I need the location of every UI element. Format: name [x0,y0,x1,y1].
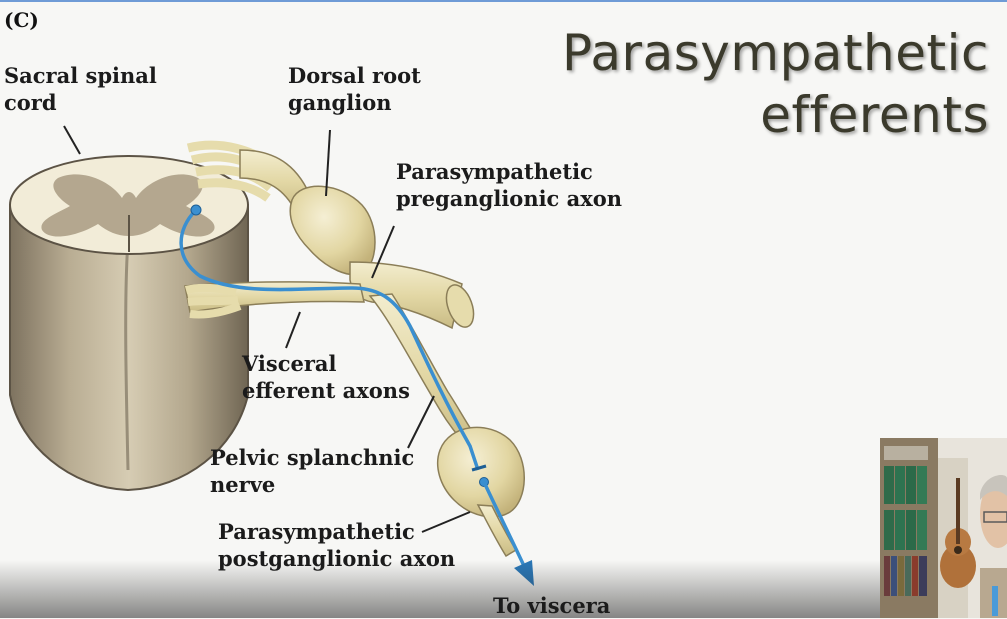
spinal-nerve-cut-end [445,284,475,328]
guitar [940,478,976,588]
pelvic-ganglion [436,426,525,518]
postganglionic-axon [482,481,526,567]
ventral-rootlets [184,283,242,319]
webcam-scene [880,438,1007,618]
label-visceral-efferent-axons: Visceral efferent axons [242,350,410,404]
label-preganglionic-axon-line-2: preganglionic axon [396,186,623,211]
label-pelvic-splanchnic-nerve-line-2: nerve [210,472,276,497]
synapse-terminal [471,464,487,472]
video-bottom-gradient [0,560,1007,618]
leader-lines [63,125,471,533]
slide-top-border [0,0,1007,2]
label-dorsal-root-ganglion: Dorsal root ganglion [288,62,421,116]
label-to-viscera: To viscera [493,593,611,618]
label-visceral-efferent-axons-line-2: efferent axons [242,378,410,403]
dorsal-root-ganglion [289,185,376,276]
label-sacral-spinal-cord-line-2: cord [4,90,57,115]
label-preganglionic-axon-line-1: Parasympathetic [396,159,593,184]
spinal-cord-body [9,204,249,492]
gray-matter [41,174,215,237]
label-dorsal-root-ganglion-line-2: ganglion [288,90,392,115]
label-pelvic-splanchnic-nerve: Pelvic splanchnic nerve [210,444,414,498]
presenter [980,475,1007,618]
label-dorsal-root-ganglion-line-1: Dorsal root [288,63,421,88]
label-pelvic-splanchnic-nerve-line-1: Pelvic splanchnic [210,445,415,470]
presenter-webcam [880,438,1007,618]
bookshelf-binders [884,446,928,596]
slide-title: Parasympathetic efferents [562,22,989,146]
label-preganglionic-axon: Parasympathetic preganglionic axon [396,158,622,212]
panel-label: (C) [4,8,39,32]
label-postganglionic-axon-line-1: Parasympathetic [218,519,415,544]
preganglionic-neuron-soma [190,204,202,216]
label-sacral-spinal-cord: Sacral spinal cord [4,62,157,116]
preganglionic-axon [179,208,480,471]
label-sacral-spinal-cord-line-1: Sacral spinal [4,63,157,88]
spinal-cord-ventral-groove [124,239,130,471]
slide-title-line-2: efferents [760,86,989,144]
label-visceral-efferent-axons-line-1: Visceral [242,351,337,376]
slide-title-line-1: Parasympathetic [561,24,989,82]
